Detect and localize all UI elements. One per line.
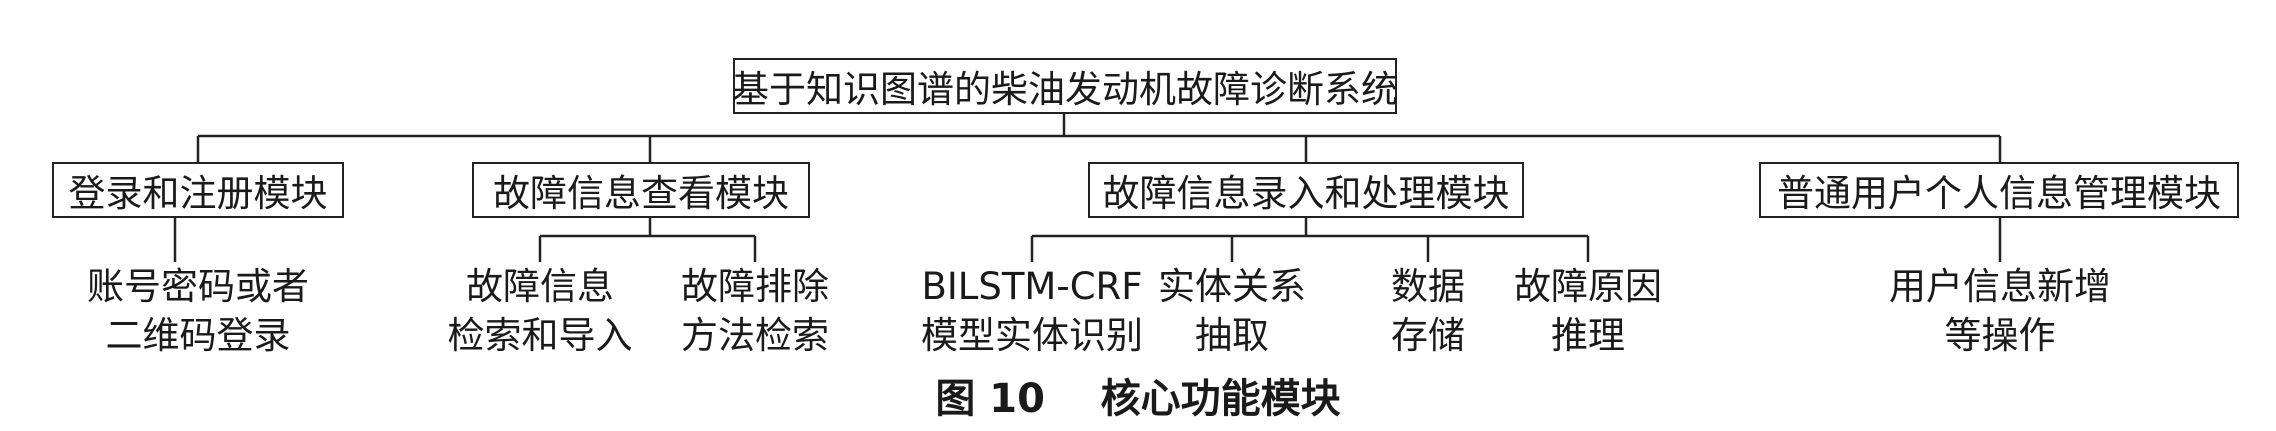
leaf-login-method: 账号密码或者 二维码登录 — [87, 262, 309, 360]
leaf-fix-method-search: 故障排除 方法检索 — [681, 262, 829, 360]
leaf-line: 数据 — [1391, 265, 1465, 308]
leaf-line: 账号密码或者 — [87, 265, 309, 308]
leaf-line: 存储 — [1391, 314, 1465, 357]
leaf-line: 用户信息新增 — [1889, 265, 2111, 308]
leaf-line: 故障排除 — [681, 265, 829, 308]
leaf-cause-reasoning: 故障原因 推理 — [1514, 262, 1662, 360]
leaf-line: 推理 — [1551, 314, 1625, 357]
leaf-line: 实体关系 — [1158, 265, 1306, 308]
leaf-line: 抽取 — [1195, 314, 1269, 357]
leaf-line: 故障原因 — [1514, 265, 1662, 308]
leaf-entity-recognition: BILSTM-CRF 模型实体识别 — [921, 262, 1143, 360]
module-user-info-management: 普通用户个人信息管理模块 — [1759, 162, 2239, 218]
figure-caption: 图 10 核心功能模块 — [935, 376, 1341, 422]
module-login-register: 登录和注册模块 — [52, 162, 344, 218]
leaf-line: 等操作 — [1944, 314, 2056, 357]
leaf-line: 模型实体识别 — [921, 314, 1143, 357]
module-fault-view: 故障信息查看模块 — [472, 162, 810, 218]
leaf-line: 方法检索 — [681, 314, 829, 357]
module-fault-input-process: 故障信息录入和处理模块 — [1088, 162, 1524, 218]
leaf-relation-extraction: 实体关系 抽取 — [1158, 262, 1306, 360]
leaf-line: BILSTM-CRF — [921, 265, 1143, 308]
leaf-line: 检索和导入 — [447, 314, 633, 357]
leaf-fault-search-import: 故障信息 检索和导入 — [448, 262, 633, 360]
leaf-user-info-add: 用户信息新增 等操作 — [1889, 262, 2111, 360]
root-node: 基于知识图谱的柴油发动机故障诊断系统 — [732, 58, 1398, 114]
leaf-line: 故障信息 — [466, 265, 614, 308]
leaf-line: 二维码登录 — [105, 314, 291, 357]
leaf-data-storage: 数据 存储 — [1391, 262, 1465, 360]
